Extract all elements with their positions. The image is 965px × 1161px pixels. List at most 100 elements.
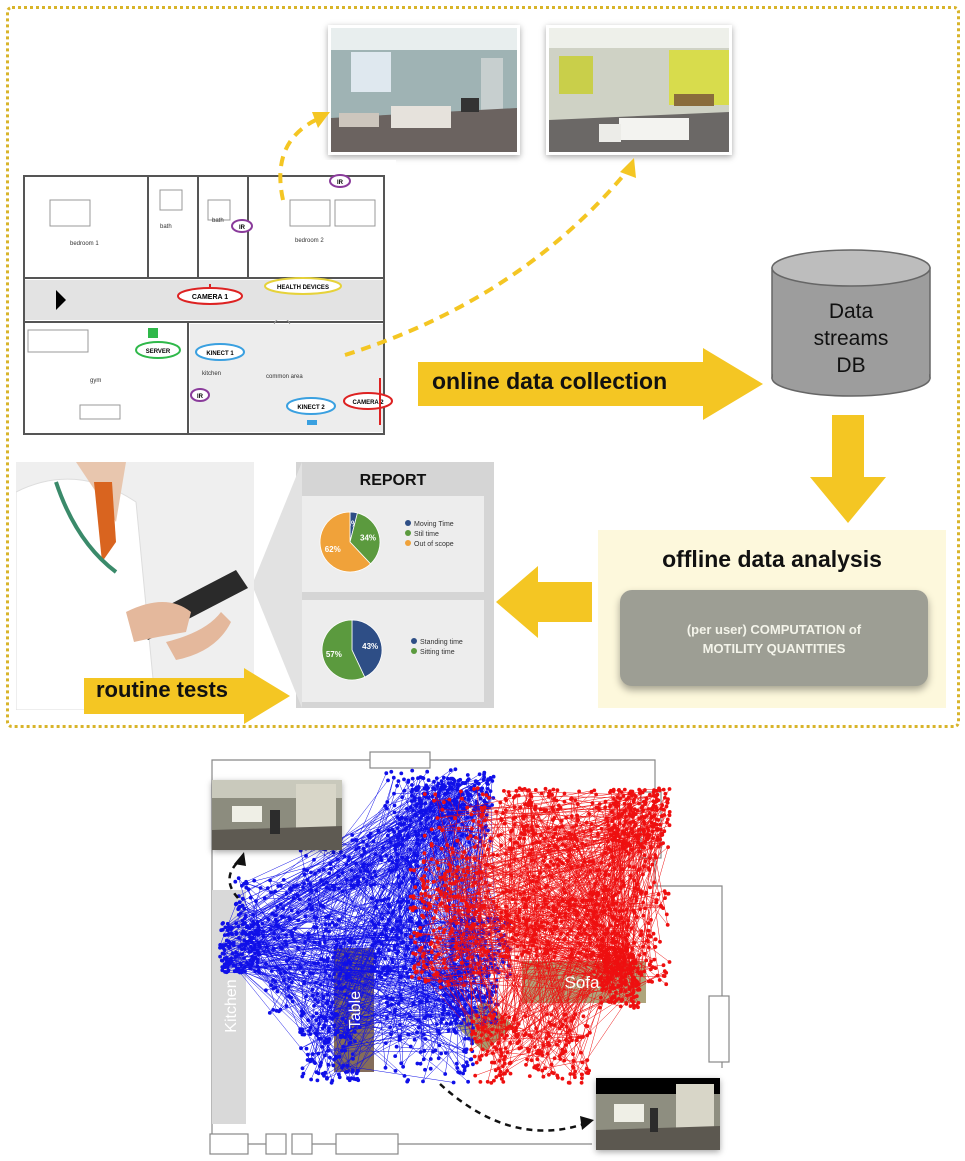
blue-track-point [492, 775, 496, 779]
blue-track-point [237, 876, 241, 880]
red-track-point [443, 874, 447, 878]
red-track-point [661, 841, 665, 845]
red-track-point [522, 827, 526, 831]
blue-track-point [316, 1079, 320, 1083]
red-track-point [664, 792, 668, 796]
red-track-point [564, 816, 568, 820]
db-label-line1: Data [770, 300, 932, 324]
down-arrow [810, 415, 886, 525]
blue-track-point [390, 930, 394, 934]
red-track-point [423, 834, 427, 838]
red-track-point [547, 1073, 551, 1077]
blue-track-point [471, 1062, 475, 1066]
blue-track-point [419, 1062, 423, 1066]
red-track-point [523, 896, 527, 900]
pie2-legend-swatch [411, 638, 417, 644]
red-track-point [409, 935, 413, 939]
red-track-point [486, 1080, 490, 1084]
red-track-point [421, 954, 425, 958]
red-track-point [585, 821, 589, 825]
red-track-point [485, 793, 489, 797]
red-track-point [459, 977, 463, 981]
red-track-point [580, 1081, 584, 1085]
red-track-point [638, 933, 642, 937]
red-track-point [503, 1072, 507, 1076]
red-track-point [473, 923, 477, 927]
red-track-point [637, 817, 641, 821]
blue-track-point [323, 1071, 327, 1075]
blue-track-point [302, 1072, 306, 1076]
red-track-point [542, 1044, 546, 1048]
red-track-point [436, 940, 440, 944]
red-track-point [622, 824, 626, 828]
blue-track-point [351, 1070, 355, 1074]
red-track-point [601, 982, 605, 986]
red-track-point [470, 827, 474, 831]
blue-track-point [447, 993, 451, 997]
offline-analysis-title: offline data analysis [598, 546, 946, 573]
red-track-point [549, 860, 553, 864]
red-track-point [409, 868, 413, 872]
red-track-point [570, 1039, 574, 1043]
blue-track-point [393, 804, 397, 808]
red-track-point [634, 982, 638, 986]
blue-track-point [305, 1047, 309, 1051]
red-track-point [531, 815, 535, 819]
red-track-point [575, 814, 579, 818]
trajectory-plot: Kitchen Table Sofa [200, 748, 740, 1156]
blue-track-point [482, 771, 486, 775]
red-track-point [410, 975, 414, 979]
red-track-point [665, 913, 669, 917]
red-track-point [479, 1080, 483, 1084]
red-track-point [663, 969, 667, 973]
blue-track-point [429, 1067, 433, 1071]
red-track-point [494, 1068, 498, 1072]
blue-track-point [243, 921, 247, 925]
blue-track-point [425, 770, 429, 774]
blue-track-point [290, 908, 294, 912]
blue-track-point [301, 1033, 305, 1037]
blue-track-point [410, 790, 414, 794]
blue-track-point [466, 773, 470, 777]
red-track-point [556, 788, 560, 792]
blue-track-point [413, 1038, 417, 1042]
red-track-point [483, 854, 487, 858]
red-track-point [494, 1075, 498, 1079]
sofa-label: Sofa [565, 973, 601, 992]
blue-track-point [332, 1064, 336, 1068]
red-track-point-segment [475, 1053, 493, 1056]
red-track-point [423, 851, 427, 855]
red-track-point [530, 1058, 534, 1062]
blue-track-point [409, 1045, 413, 1049]
blue-track-point [410, 769, 414, 773]
blue-track-point [275, 1009, 279, 1013]
blue-track-point [449, 768, 453, 772]
blue-track-point [306, 1053, 310, 1057]
pie1-legend-label: Out of scope [414, 541, 454, 548]
red-track-point [520, 953, 524, 957]
red-track-point [575, 839, 579, 843]
blue-track-point [308, 1059, 312, 1063]
pie1-legend-label: Stil time [414, 531, 439, 538]
blue-track-point [399, 772, 403, 776]
red-track-point [480, 806, 484, 810]
red-track-point [474, 836, 478, 840]
red-track-point [590, 952, 594, 956]
blue-track-point [231, 952, 235, 956]
blue-track-point [381, 917, 385, 921]
blue-track-point [449, 781, 453, 785]
red-track-point [453, 816, 457, 820]
red-track-point [632, 989, 636, 993]
red-track-point [525, 1057, 529, 1061]
blue-track-point [257, 928, 261, 932]
pie1-legend-swatch [405, 520, 411, 526]
blue-track-point [266, 886, 270, 890]
blue-track-point [317, 869, 321, 873]
blue-track-point [240, 971, 244, 975]
red-track-point [607, 956, 611, 960]
blue-track-point [398, 830, 402, 834]
red-track-point [607, 908, 611, 912]
